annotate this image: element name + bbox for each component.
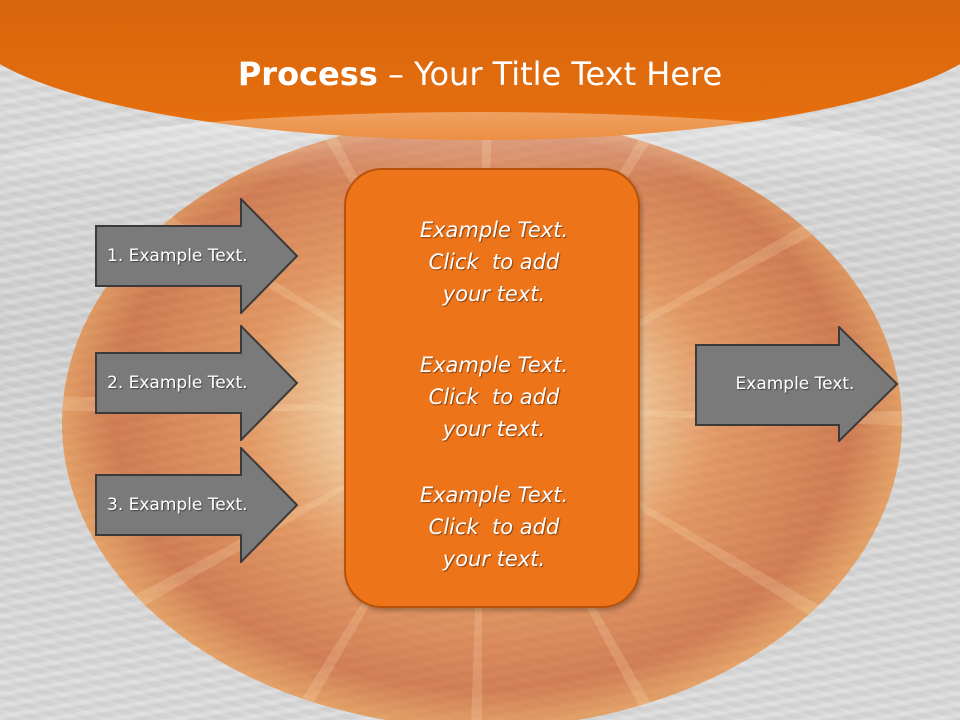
slide-title[interactable]: Process – Your Title Text Here — [0, 54, 960, 94]
center-text-box[interactable]: Example Text. Click to add your text. Ex… — [344, 168, 640, 608]
center-text-line: Click to add — [428, 250, 560, 274]
title-bold-part: Process — [237, 55, 378, 93]
center-text-line: Click to add — [428, 385, 560, 409]
center-text-line: your text. — [442, 282, 546, 306]
center-text-block-2: Example Text. Click to add your text. — [346, 349, 642, 445]
result-arrow[interactable]: Example Text. — [695, 326, 899, 442]
center-text-line: Example Text. — [419, 353, 569, 377]
step-arrow-label: 3. Example Text. — [107, 495, 248, 515]
center-text-line: your text. — [442, 547, 546, 571]
right-arrow-shape-icon — [95, 447, 299, 563]
step-arrow-2[interactable]: 2. Example Text. — [95, 325, 299, 441]
step-arrow-1[interactable]: 1. Example Text. — [95, 198, 299, 314]
center-text-line: Click to add — [428, 515, 560, 539]
center-text-line: Example Text. — [419, 218, 569, 242]
center-text-line: Example Text. — [419, 483, 569, 507]
result-arrow-label: Example Text. — [735, 374, 855, 394]
step-arrow-label: 1. Example Text. — [107, 246, 248, 266]
center-text-block-3: Example Text. Click to add your text. — [346, 479, 642, 575]
center-text-line: your text. — [442, 417, 546, 441]
title-rest-part: – Your Title Text Here — [377, 55, 723, 93]
center-text-block-1: Example Text. Click to add your text. — [346, 214, 642, 310]
right-arrow-shape-icon — [95, 198, 299, 314]
right-arrow-shape-icon — [695, 326, 899, 442]
step-arrow-3[interactable]: 3. Example Text. — [95, 447, 299, 563]
step-arrow-label: 2. Example Text. — [107, 373, 248, 393]
right-arrow-shape-icon — [95, 325, 299, 441]
